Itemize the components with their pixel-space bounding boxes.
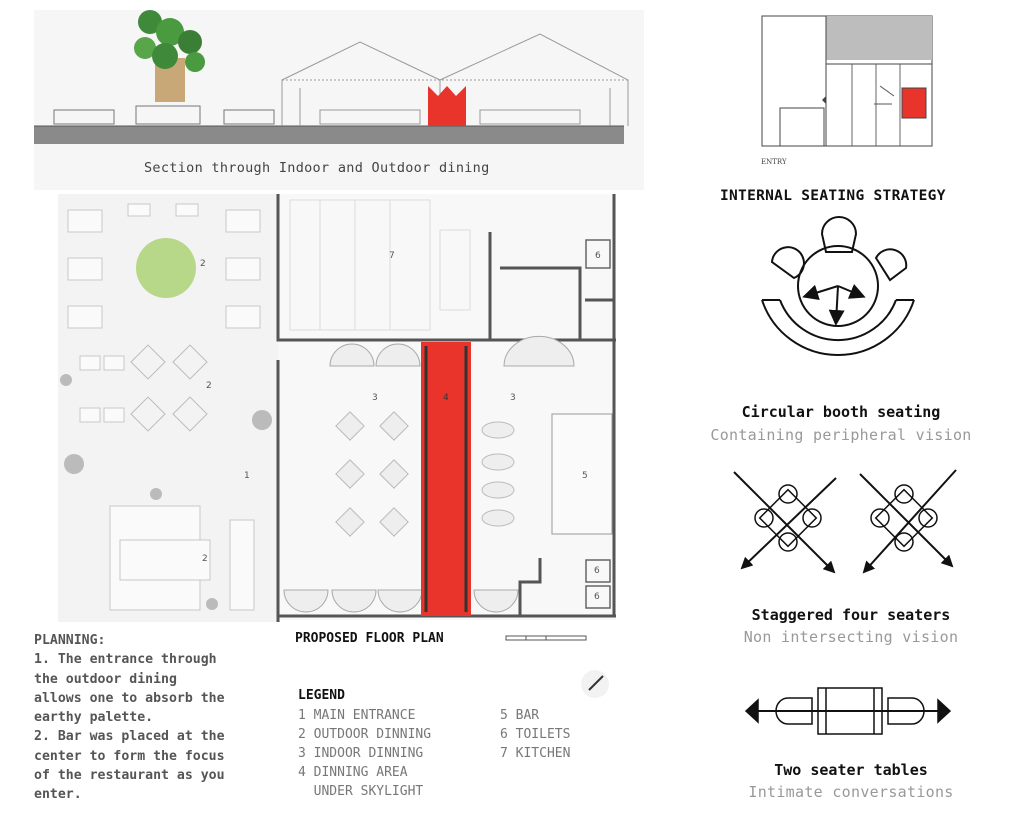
planning-line: earthy palette. [34,710,154,726]
legend-item: 7 KITCHEN [500,746,571,761]
plan-title: PROPOSED FLOOR PLAN [295,631,444,646]
legend-right: 5 BAR 6 TOILETS 7 KITCHEN [500,706,570,763]
legend-left: 1 MAIN ENTRANCE 2 OUTDOOR DINNING 3 INDO… [298,706,431,801]
zone-number: 6 [594,592,600,602]
booth-title: Circular booth seating [741,403,941,421]
four-seater-title: Staggered four seaters [751,606,951,624]
section-drawing [34,10,644,190]
booth-subtitle: Containing peripheral vision [710,426,972,444]
north-arrow-icon [581,670,609,698]
zone-number: 2 [202,554,208,564]
two-seater-subtitle: Intimate conversations [748,783,954,801]
legend-item: 1 MAIN ENTRANCE [298,708,416,723]
legend-item: 4 DINNING AREA [298,765,408,780]
bar-counter [551,413,613,535]
legend-item: 3 INDOOR DINNING [298,746,424,761]
zone-number: 6 [595,251,601,261]
four-seater-sketch [733,469,957,574]
zone-number: 7 [389,251,395,261]
planning-notes: PLANNING: 1. The entrance through the ou… [34,631,274,805]
zone-number: 2 [200,259,206,269]
planning-line: PLANNING: [34,633,106,648]
key-plan [761,15,933,147]
tree-icon [134,10,205,102]
zone-number: 2 [206,381,212,391]
planning-line: enter. [34,787,82,803]
planning-line: of the restaurant as you [34,768,225,784]
planning-line: allows one to absorb the [34,690,225,706]
legend-item: 6 TOILETS [500,727,571,742]
planning-line: 2. Bar was placed at the [34,729,225,745]
zone-number: 3 [510,393,516,403]
legend-item: UNDER SKYLIGHT [298,784,424,799]
strategy-title: INTERNAL SEATING STRATEGY [720,188,946,204]
section-caption: Section through Indoor and Outdoor dinin… [144,160,490,176]
planning-line: center to form the focus [34,748,225,764]
zone-number: 1 [244,471,250,481]
four-seater-subtitle: Non intersecting vision [743,628,959,646]
planning-line: 1. The entrance through [34,652,217,668]
legend-title: LEGEND [298,688,345,703]
two-seater-sketch [744,687,952,735]
zone-number: 4 [443,393,449,403]
skylight-dining-area [421,342,471,616]
circular-booth-sketch [761,216,915,356]
two-seater-title: Two seater tables [774,761,928,779]
zone-number: 3 [372,393,378,403]
legend-item: 2 OUTDOOR DINNING [298,727,432,742]
floor-plan [58,194,616,698]
legend-item: 5 BAR [500,708,540,723]
zone-number: 6 [594,566,600,576]
tree-icon [136,238,196,298]
zone-number: 5 [582,471,588,481]
section-bar [428,86,466,126]
key-plan-entry-label: ENTRY [761,158,787,166]
planning-line: the outdoor dining [34,671,177,687]
